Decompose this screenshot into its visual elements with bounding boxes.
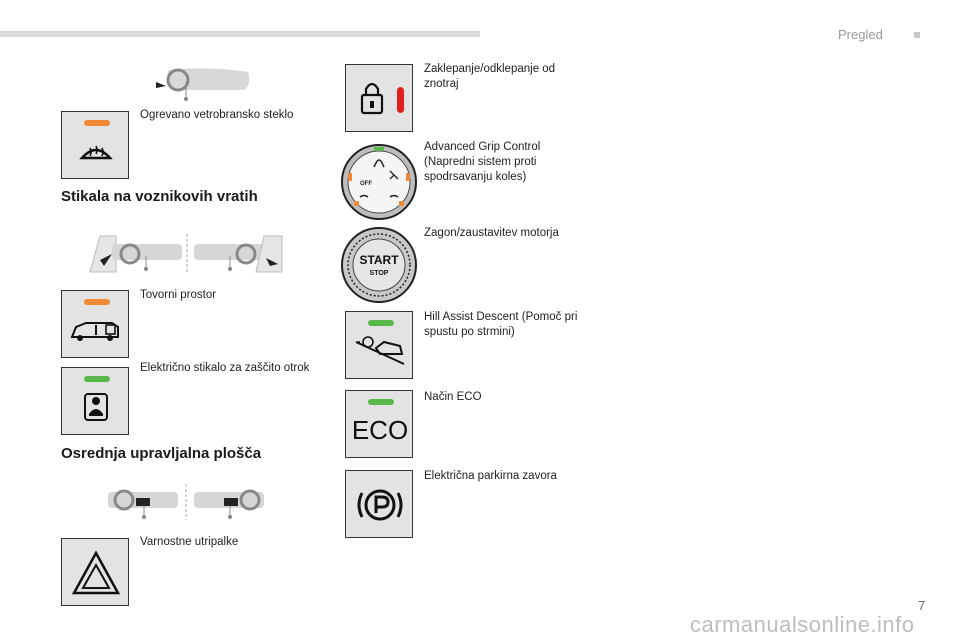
- driver-doors-illustration: [89, 234, 283, 274]
- grip-off-text: OFF: [360, 181, 372, 187]
- windscreen-label: Ogrevano vetrobransko steklo: [140, 109, 294, 121]
- parking-brake-button[interactable]: [345, 470, 413, 538]
- child-lock-label: Električno stikalo za zaščito otrok: [140, 362, 310, 374]
- hazard-lights-button[interactable]: [61, 538, 129, 606]
- start-text: START: [359, 253, 399, 267]
- start-label: Zagon/zaustavitev motorja: [424, 227, 559, 239]
- dashboard-windscreen-illustration: [156, 68, 250, 101]
- start-stop-button[interactable]: START STOP: [340, 226, 418, 304]
- hill-descent-button[interactable]: [345, 311, 413, 379]
- section-title: Pregled: [838, 27, 883, 42]
- cargo-indicator-led: [84, 299, 110, 305]
- hazard-label: Varnostne utripalke: [140, 536, 239, 548]
- eco-label: Način ECO: [424, 391, 482, 403]
- page-number: 7: [918, 598, 926, 613]
- hill-indicator-led: [368, 320, 394, 326]
- hill-descent-icon: [355, 336, 405, 365]
- cargo-label: Tovorni prostor: [140, 289, 217, 301]
- cargo-lock-icon: [70, 322, 119, 341]
- hazard-triangle-icon: [71, 550, 121, 595]
- center-console-heading: Osrednja upravljalna plošča: [61, 445, 262, 462]
- central-lock-button[interactable]: [345, 64, 413, 132]
- central-lock-icon: [360, 82, 404, 115]
- grip-label: Advanced Grip Control (Napredni sistem p…: [424, 141, 541, 183]
- watermark: carmanualsonline.info: [690, 612, 915, 637]
- section-marker: [914, 32, 920, 38]
- heated-windscreen-button[interactable]: [61, 111, 129, 179]
- heated-windscreen-icon: [79, 145, 113, 160]
- eco-mode-button[interactable]: ECO: [345, 390, 413, 458]
- parking-brake-icon: [357, 489, 403, 521]
- top-rule: [0, 31, 480, 37]
- stop-text: STOP: [370, 270, 389, 277]
- eco-indicator-led: [368, 399, 394, 405]
- hill-label: Hill Assist Descent (Pomoč pri spustu po…: [424, 311, 578, 338]
- child-lock-icon: [84, 393, 108, 421]
- center-console-illustration: [108, 484, 264, 520]
- child-lock-indicator-led: [84, 376, 110, 382]
- parking-brake-label: Električna parkirna zavora: [424, 470, 557, 482]
- lock-label: Zaklepanje/odklepanje od znotraj: [424, 63, 556, 90]
- eco-icon: ECO: [351, 415, 409, 445]
- cargo-lock-button[interactable]: [61, 290, 129, 358]
- grip-control-dial[interactable]: OFF: [340, 143, 418, 221]
- door-switches-heading: Stikala na voznikovih vratih: [61, 188, 258, 205]
- windscreen-indicator-led: [84, 120, 110, 126]
- child-lock-button[interactable]: [61, 367, 129, 435]
